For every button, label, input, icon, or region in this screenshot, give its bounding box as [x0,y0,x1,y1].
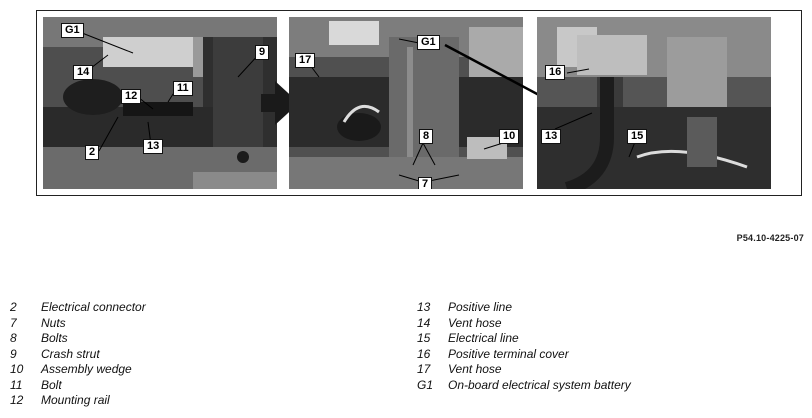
callout-13: 13 [541,129,562,144]
legend-item: 11 Bolt [10,378,146,394]
callout-17: 17 [295,53,316,68]
legend-number: 7 [10,315,17,330]
legend-number: 8 [10,331,17,345]
photo-panel-2: 17 G1 8 10 7 [289,17,523,189]
legend-number: 16 [417,346,431,361]
callout-8: 8 [419,129,434,144]
callout-2: 2 [85,145,100,160]
figure-reference-code: P54.10-4225-07 [736,233,804,243]
callout-16: 16 [545,65,566,80]
callout-12: 12 [121,89,142,104]
callout-14: 14 [73,65,94,80]
legend-text: Nuts [41,315,66,330]
legend-item: 14 Vent hose [417,316,631,332]
figure-frame: G1 14 9 11 12 2 13 [36,10,802,196]
photo-panel-1: G1 14 9 11 12 2 13 [43,17,277,189]
legend-column-left: 2 Electrical connector 7 Nuts 8 Bolts 9 Cras… [10,300,146,409]
panel-2-image [289,17,523,189]
legend-text: Positive line [448,300,513,314]
legend-number: 11 [10,377,23,392]
legend-number: 10 [10,362,24,376]
legend-text: Crash strut [41,346,100,361]
callout-g1: G1 [417,35,440,50]
legend-number: 2 [10,300,17,314]
legend-text: Bolts [41,331,68,345]
panel-1-image [43,17,277,189]
legend-item: 9 Crash strut [10,347,146,363]
legend-item: G1 On-board electrical system battery [417,378,631,394]
legend-number: 9 [10,346,17,361]
legend-item: 15 Electrical line [417,331,631,347]
legend-text: Positive terminal cover [448,346,569,361]
legend-item: 12 Mounting rail [10,393,146,409]
legend-text: Electrical line [448,331,519,345]
legend-text: Bolt [41,377,62,392]
callout-7: 7 [418,177,433,189]
legend-text: Vent hose [448,315,502,330]
panel-2-to-3-leader-line [444,43,540,97]
legend-text: Vent hose [448,362,502,376]
legend-text: Electrical connector [41,300,146,314]
legend-item: 7 Nuts [10,316,146,332]
legend-number: 14 [417,315,431,330]
legend-text: Assembly wedge [41,362,132,376]
legend-number: 15 [417,331,431,345]
legend-item: 16 Positive terminal cover [417,347,631,363]
callout-15: 15 [627,129,648,144]
callout-g1: G1 [61,23,84,38]
callout-11: 11 [173,81,193,96]
legend-text: On-board electrical system battery [448,377,631,392]
legend-item: 17 Vent hose [417,362,631,378]
callout-13: 13 [143,139,164,154]
legend-number: 13 [417,300,431,314]
legend-item: 2 Electrical connector [10,300,146,316]
legend-text: Mounting rail [41,393,110,407]
photo-panel-3: 16 13 15 [537,17,771,189]
legend-number: G1 [417,377,434,392]
panel-3-image [537,17,771,189]
legend-number: 17 [417,362,431,376]
legend-item: 8 Bolts [10,331,146,347]
callout-9: 9 [255,45,270,60]
legend-number: 12 [10,393,24,407]
panel-3-leader-lines [554,68,638,158]
callout-10: 10 [499,129,520,144]
legend-item: 13 Positive line [417,300,631,316]
legend-item: 10 Assembly wedge [10,362,146,378]
